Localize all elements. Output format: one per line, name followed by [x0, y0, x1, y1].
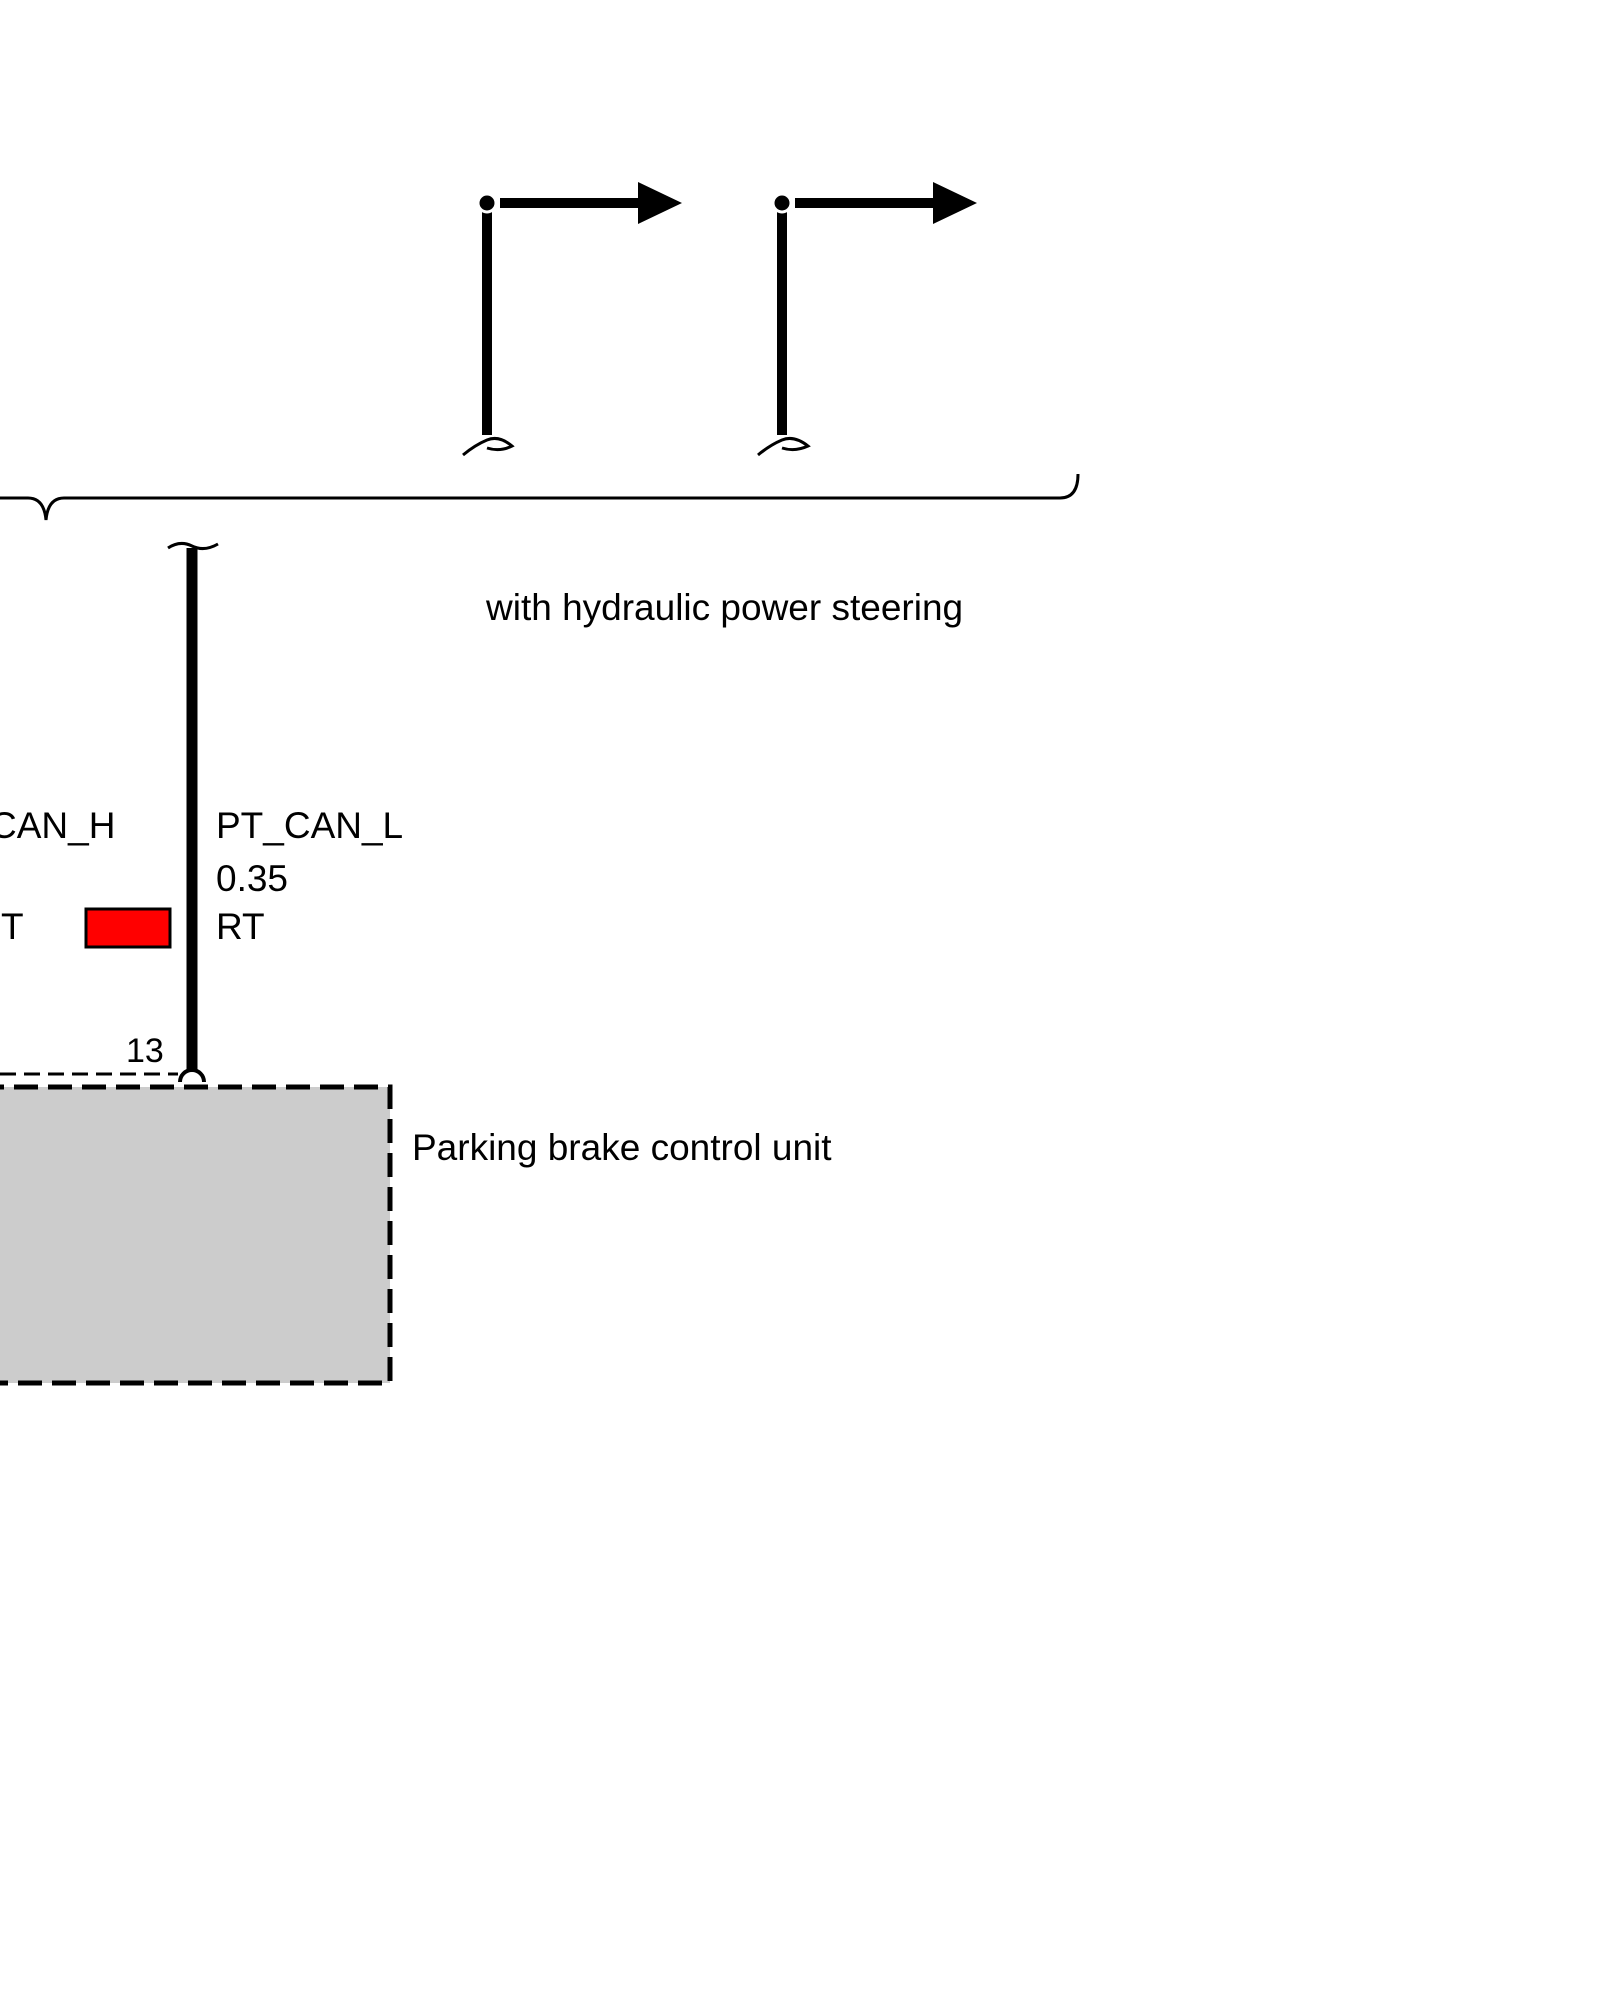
wire-left-color-code: RT	[0, 906, 24, 947]
control-unit-box	[0, 1084, 393, 1386]
pin-number: 13	[126, 1032, 164, 1070]
wire-left-signal: CAN_H	[0, 805, 115, 846]
wire-color-swatch	[84, 907, 172, 949]
option-brace	[0, 473, 1080, 521]
connector-arrow-right	[757, 182, 977, 457]
pin-socket	[178, 1068, 206, 1083]
wire-right-cross-section: 0.35	[216, 858, 288, 899]
wire-right-color-code: RT	[216, 906, 265, 947]
wire-right-signal: PT_CAN_L	[216, 805, 403, 846]
option-note: with hydraulic power steering	[485, 587, 963, 628]
control-unit-label: Parking brake control unit	[412, 1127, 832, 1168]
connector-arrow-left	[462, 182, 682, 457]
wire-pt-can-l	[167, 541, 219, 1072]
